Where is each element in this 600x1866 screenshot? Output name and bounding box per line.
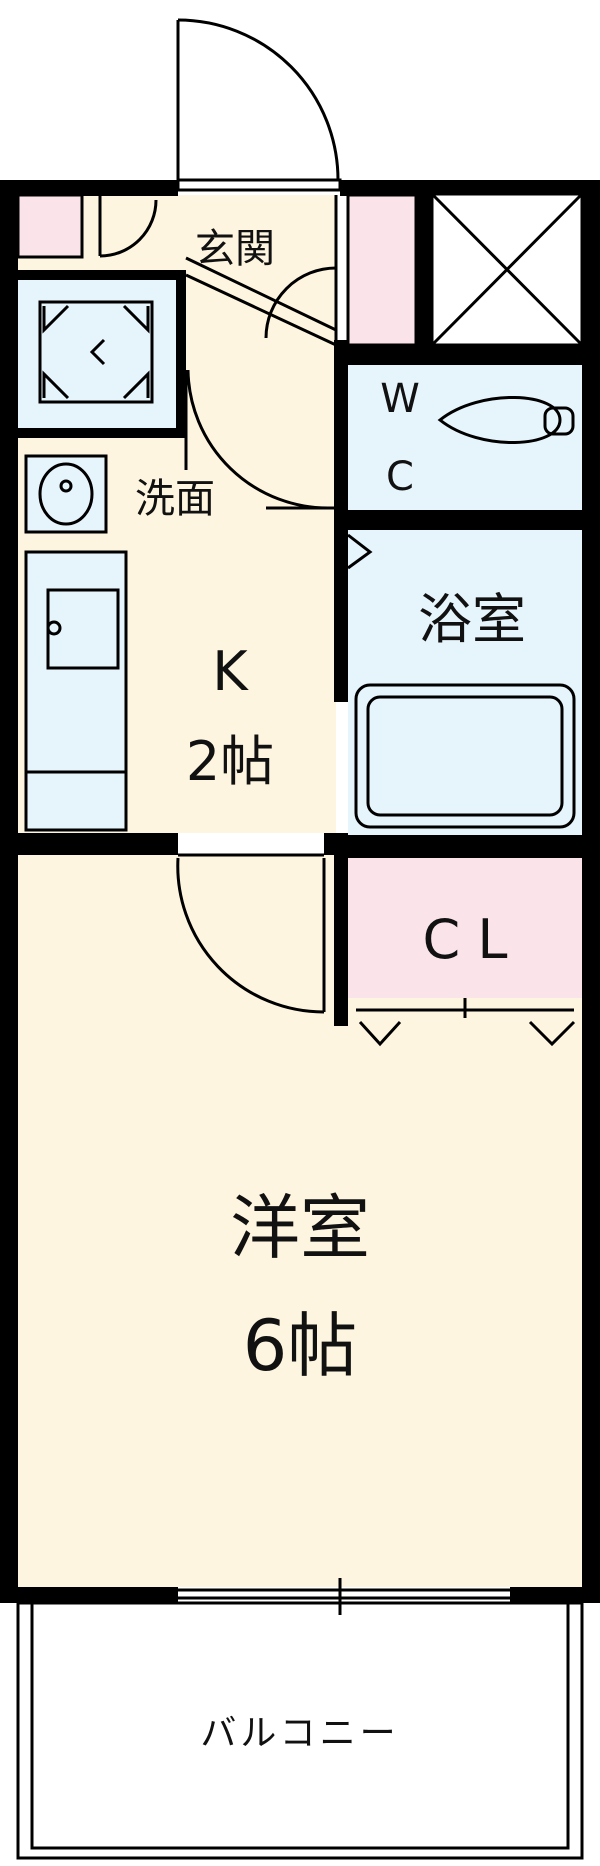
wash-basin-fill — [26, 456, 106, 532]
label-western-room: 洋室 — [230, 1187, 370, 1269]
label-kitchen-size: 2帖 — [186, 730, 274, 793]
label-toilet-c: C — [386, 454, 414, 500]
closet-floor — [348, 858, 582, 998]
label-western-room-size: 6帖 — [243, 1305, 358, 1387]
label-toilet-w: W — [380, 376, 420, 422]
bathroom-floor — [348, 530, 582, 835]
label-bathroom: 浴室 — [418, 588, 526, 651]
walls — [0, 180, 600, 1603]
label-kitchen: K — [212, 640, 249, 703]
label-balcony: バルコニー — [200, 1713, 399, 1754]
partitions — [16, 192, 584, 1860]
doors — [42, 18, 576, 1615]
labels: 玄関 洗面 K 2帖 W C 浴室 C L 洋室 6帖 バルコニー — [135, 226, 526, 1754]
shoe-box-right — [348, 195, 416, 345]
label-entrance: 玄関 — [195, 226, 275, 272]
label-closet: C L — [423, 908, 508, 971]
shoe-box-left — [18, 195, 82, 257]
kitchen-counter-fill — [26, 552, 126, 830]
label-washroom: 洗面 — [135, 476, 215, 522]
